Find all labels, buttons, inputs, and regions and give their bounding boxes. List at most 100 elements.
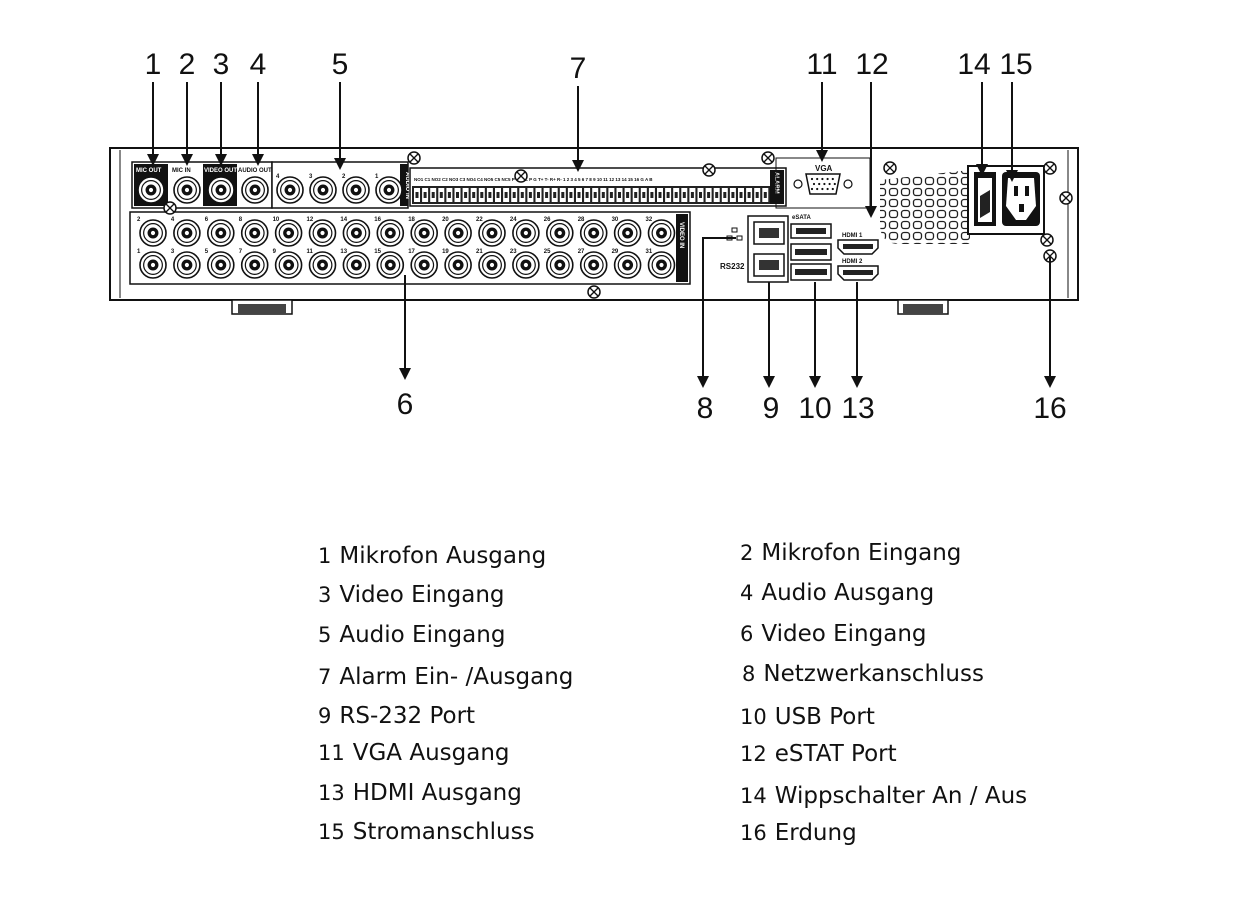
video-in-connector — [647, 219, 676, 247]
callout-12: 12 — [855, 48, 888, 81]
video-in-connector — [342, 219, 371, 247]
video-in-connector — [240, 251, 269, 279]
callout-8: 8 — [697, 392, 714, 425]
video-in-number: 25 — [544, 249, 551, 255]
video-in-connector — [342, 251, 371, 279]
video-in-connector — [173, 219, 201, 247]
screw-icon — [883, 161, 897, 175]
video-in-connector — [444, 251, 472, 279]
callout-6: 6 — [397, 388, 414, 421]
video-in-number: 6 — [205, 217, 209, 223]
rs232-label: RS232 — [720, 262, 745, 271]
video-in-number: 9 — [273, 249, 277, 255]
audio-out-label: AUDIO OUT — [238, 168, 272, 174]
audio-in-number: 1 — [375, 174, 379, 180]
video-in-connector — [478, 251, 506, 279]
screw-icon — [163, 201, 177, 215]
video-in-number: 18 — [408, 217, 415, 223]
video-in-connector — [308, 251, 337, 279]
screws — [163, 151, 1073, 299]
screw-icon — [407, 151, 421, 165]
video-in-connector — [579, 251, 608, 279]
video-in-connector — [240, 219, 269, 247]
audio-in-connector — [309, 176, 337, 204]
vga-label: VGA — [815, 164, 833, 173]
audio-in-number: 3 — [309, 174, 313, 180]
mic-out-label: MIC OUT — [136, 168, 162, 174]
hdmi-section: HDMI 1 HDMI 2 — [837, 233, 879, 281]
video-out-connector — [207, 176, 235, 204]
video-in-connector — [444, 219, 472, 247]
video-in-connector — [207, 219, 235, 247]
esata-label: eSATA — [792, 215, 811, 221]
video-in-number: 30 — [612, 217, 619, 223]
output-section: MIC OUT MIC IN VIDEO OUT AUDIO OUT — [131, 161, 273, 209]
screw-icon — [702, 163, 716, 177]
callout-3: 3 — [213, 48, 230, 81]
audio-in-connector — [375, 176, 403, 204]
video-in-number: 8 — [239, 217, 243, 223]
callout-5: 5 — [332, 48, 349, 81]
video-in-number: 16 — [374, 217, 381, 223]
video-in-number: 5 — [205, 249, 209, 255]
callout-1: 1 — [145, 48, 162, 81]
video-in-connector — [410, 251, 439, 279]
video-in-connector — [173, 251, 201, 279]
audio-out-connector — [241, 176, 269, 204]
video-in-number: 17 — [408, 249, 415, 255]
video-in-connector — [139, 251, 167, 279]
video-in-number: 28 — [578, 217, 585, 223]
video-in-connector — [376, 219, 405, 247]
mic-out-connector — [137, 176, 165, 204]
video-in-connector — [545, 219, 574, 247]
video-in-connector — [308, 219, 337, 247]
callout-13: 13 — [841, 392, 874, 425]
video-in-connector — [207, 251, 235, 279]
screw-icon — [761, 151, 775, 165]
screw-icon — [1043, 161, 1057, 175]
video-in-connector — [647, 251, 676, 279]
video-in-connector — [579, 219, 608, 247]
video-in-number: 1 — [137, 249, 141, 255]
video-in-number: 4 — [171, 217, 175, 223]
callout-numbers: 1 2 3 4 5 7 11 12 14 15 6 8 9 10 13 16 — [145, 48, 1067, 425]
video-in-connector — [613, 219, 642, 247]
alarm-terminal-block: ALARM NO1 C1 NO2 C2 NO3 C3 NO4 C4 NO5 C5… — [409, 167, 787, 207]
esata-usb-section: eSATA — [790, 215, 832, 281]
audio-in-number: 4 — [276, 174, 280, 180]
video-in-number: 12 — [307, 217, 314, 223]
video-in-number: 19 — [442, 249, 449, 255]
callout-7: 7 — [570, 52, 587, 85]
video-in-number: 23 — [510, 249, 517, 255]
callout-16: 16 — [1033, 392, 1066, 425]
video-in-number: 26 — [544, 217, 551, 223]
video-in-label: VIDEO IN — [678, 222, 684, 248]
video-in-section: VIDEO IN 2143658710912111413161518172019… — [129, 211, 691, 285]
rear-panel-diagram: MIC OUT MIC IN VIDEO OUT AUDIO OUT AUDIO… — [109, 48, 1079, 425]
video-in-number: 7 — [239, 249, 243, 255]
video-in-number: 10 — [273, 217, 280, 223]
alarm-terminal-labels: NO1 C1 NO2 C2 NO3 C3 NO4 C4 NO5 C5 NC5 P… — [414, 177, 653, 182]
callout-10: 10 — [798, 392, 831, 425]
video-in-connector — [512, 219, 540, 247]
screw-icon — [1040, 233, 1054, 247]
power-module — [880, 165, 1045, 244]
video-in-connector — [545, 251, 574, 279]
video-in-number: 21 — [476, 249, 483, 255]
video-in-number: 15 — [374, 249, 381, 255]
callout-4: 4 — [250, 48, 267, 81]
video-in-connector — [274, 251, 303, 279]
screw-icon — [1059, 191, 1073, 205]
callout-2: 2 — [179, 48, 196, 81]
